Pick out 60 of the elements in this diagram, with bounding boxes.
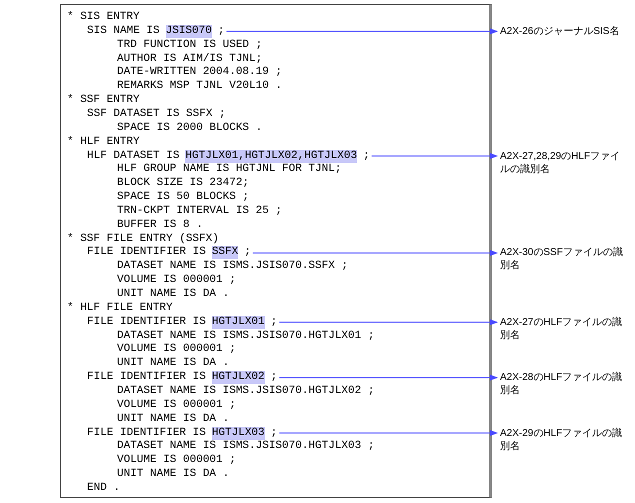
highlighted-identifier: HGTJLX01,HGTJLX02,HGTJLX03 [185, 150, 358, 162]
arrow [278, 374, 498, 381]
code-text: FILE IDENTIFIER IS [87, 246, 206, 260]
code-line: BLOCK SIZE IS 23472; [117, 177, 250, 190]
arrow [278, 430, 498, 436]
code-text: ; [244, 246, 251, 260]
annotation-text: A2X-27のHLFファイルの識別名 [500, 316, 628, 342]
code-text: ; [270, 316, 278, 329]
code-text: ; [270, 371, 278, 384]
code-line: * SIS ENTRY [67, 11, 140, 24]
code-line: VOLUME IS 000001 ; [117, 398, 236, 412]
code-line: SPACE IS 2000 BLOCKS . [117, 122, 262, 135]
arrow [371, 153, 498, 159]
code-text: ; [270, 426, 278, 440]
code-line: UNIT NAME IS DA . [117, 357, 230, 370]
code-line: TRN-CKPT INTERVAL IS 25 ; [117, 204, 282, 218]
code-line: SPACE IS 50 BLOCKS ; [117, 191, 250, 204]
highlighted-identifier: HGTJLX03 [212, 426, 265, 440]
code-line: DATASET NAME IS ISMS.JSIS070.SSFX ; [117, 260, 348, 274]
annotation-text: A2X-29のHLFファイルの識別名 [500, 426, 628, 452]
code-line: UNIT NAME IS DA . [117, 468, 230, 482]
code-text: ; [218, 24, 224, 38]
code-line: DATASET NAME IS ISMS.JSIS070.HGTJLX03 ; [117, 440, 374, 454]
code-listing-panel [60, 4, 492, 498]
code-text: FILE IDENTIFIER IS [87, 371, 206, 384]
arrow [252, 250, 498, 256]
code-text: FILE IDENTIFIER IS [87, 426, 206, 440]
code-line: DATE-WRITTEN 2004.08.19 ; [117, 66, 282, 80]
code-text: HLF DATASET IS [87, 150, 180, 162]
code-line: END . [87, 482, 120, 495]
highlighted-identifier: HGTJLX01 [212, 316, 265, 329]
highlighted-identifier: HGTJLX02 [212, 371, 265, 384]
code-line: * HLF FILE ENTRY [67, 302, 173, 315]
code-line: UNIT NAME IS DA . [117, 288, 230, 301]
highlighted-identifier: JSIS070 [166, 24, 212, 38]
code-line: REMARKS MSP TJNL V20L10 . [117, 80, 282, 94]
arrow [278, 319, 498, 326]
code-text: FILE IDENTIFIER IS [87, 316, 206, 329]
code-line: SSF DATASET IS SSFX ; [87, 108, 226, 121]
code-line: VOLUME IS 000001 ; [117, 343, 236, 356]
annotation-text: A2X-27,28,29のHLFファイルの識別名 [500, 150, 628, 176]
arrow [226, 28, 498, 34]
annotation-text: A2X-28のHLFファイルの識別名 [500, 371, 628, 398]
code-line: HLF GROUP NAME IS HGTJNL FOR TJNL; [117, 163, 342, 176]
code-line: BUFFER IS 8 . [117, 218, 203, 232]
code-line: UNIT NAME IS DA . [117, 412, 230, 426]
code-text: ; [363, 150, 370, 162]
annotation-text: A2X-30のSSFファイルの識別名 [500, 246, 628, 272]
highlighted-identifier: SSFX [212, 246, 238, 260]
annotation-text: A2X-26のジャーナルSIS名 [500, 24, 628, 38]
code-line: VOLUME IS 000001 ; [117, 274, 236, 288]
code-line: DATASET NAME IS ISMS.JSIS070.HGTJLX01 ; [117, 330, 374, 343]
code-line: TRD FUNCTION IS USED ; [117, 38, 262, 52]
code-line: * SSF FILE ENTRY (SSFX) [67, 232, 219, 246]
code-text: SIS NAME IS [87, 24, 160, 38]
code-line: * HLF ENTRY [67, 136, 140, 149]
code-line: DATASET NAME IS ISMS.JSIS070.HGTJLX02 ; [117, 384, 374, 398]
code-line: VOLUME IS 000001 ; [117, 454, 236, 468]
code-line: AUTHOR IS AIM/IS TJNL; [117, 52, 262, 66]
code-line: * SSF ENTRY [67, 94, 140, 108]
